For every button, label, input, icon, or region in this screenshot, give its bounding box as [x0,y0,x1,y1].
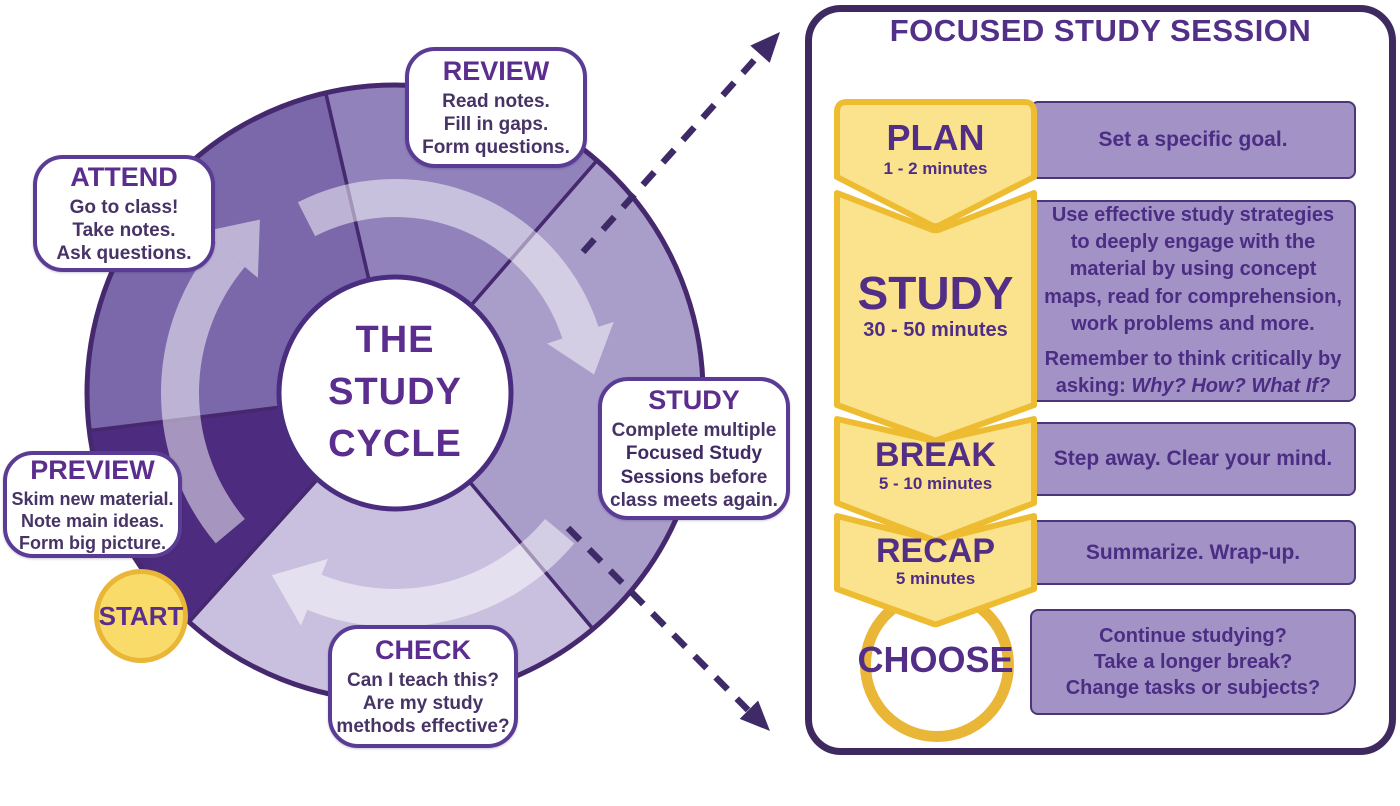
bubble-preview-line: Skim new material. [11,488,174,509]
desc-recap-text: Summarize. Wrap-up. [1085,540,1301,564]
start-label: START [98,600,184,631]
desc-box-break: Step away. Clear your mind. [1030,422,1356,496]
bubble-check-line: Can I teach this? [346,669,500,691]
chevron-plan [834,99,1037,230]
bubble-attend-line: Ask questions. [56,243,192,265]
desc-study-italic: Why? How? What If? [1131,374,1331,397]
bubble-check-line: methods effective? [336,716,510,738]
desc-study-paragraph2: Remember to think critically by asking: … [1032,346,1354,400]
bubble-attend-line: Go to class! [69,196,179,218]
bubble-attend-line: Take notes. [72,219,176,241]
bubble-review-title: REVIEW [442,55,550,86]
bubble-review: REVIEW Read notes. Fill in gaps. Form qu… [405,47,587,168]
desc-choose-line: Take a longer break? [1093,651,1293,673]
desc-break-text: Step away. Clear your mind. [1053,447,1333,471]
desc-box-choose: Continue studying? Take a longer break? … [1030,609,1356,715]
desc-study-text: Remember to think critically by asking: [1044,347,1342,397]
bubble-check: CHECK Can I teach this? Are my study met… [328,625,518,748]
center-title-line3: CYCLE [328,423,462,465]
bubble-study-bold: Focused Study [625,443,763,465]
step-name-plan: PLAN [886,117,985,158]
bubble-preview: PREVIEW Skim new material. Note main ide… [3,451,182,558]
desc-choose-line: Change tasks or subjects? [1065,677,1321,699]
dashed-arrow-to-panel-bottom-shaft [565,525,751,713]
bubble-check-title: CHECK [374,634,471,665]
wheel-center-circle [276,274,514,512]
bubble-study-line: Complete multiple [611,420,777,442]
bubble-preview-line: Form big picture. [18,532,166,553]
step-name-recap: RECAP [875,532,996,570]
cycle-arrow-top-head [547,321,614,375]
step-duration-plan: 1 - 2 minutes [883,159,988,178]
bubble-review-line: Form questions. [422,137,570,159]
focused-study-session-panel [805,5,1396,755]
desc-box-recap: Summarize. Wrap-up. [1030,520,1356,585]
bubble-preview-line: Note main ideas. [20,510,165,531]
desc-box-plan: Set a specific goal. [1030,101,1356,179]
bubble-attend: ATTEND Go to class! Take notes. Ask ques… [33,155,215,272]
center-title-line2: STUDY [328,371,462,413]
step-duration-study: 30 - 50 minutes [863,319,1008,341]
step-duration-recap: 5 minutes [895,569,976,588]
bubble-check-line: Are my study [362,692,484,714]
desc-study-paragraph1: Use effective study strategies to deeply… [1044,204,1342,335]
step-name-break: BREAK [875,436,996,474]
dashed-arrow-to-panel-bottom-head [739,700,770,731]
center-title-line1: THE [356,319,435,361]
bubble-study-line: Sessions before [621,466,768,489]
bubble-review-line: Fill in gaps. [443,113,549,135]
step-name-study: STUDY [857,267,1014,319]
panel-title: FOCUSED STUDY SESSION [889,13,1312,48]
dashed-arrow-to-panel-top-head [750,32,780,63]
bubble-study-bold: Sessions [620,466,705,488]
desc-choose-line: Continue studying? [1099,625,1287,647]
bubble-review-line: Read notes. [442,90,550,112]
chevron-study [834,190,1037,444]
start-badge: START [94,569,188,663]
cycle-arrow-bottom-head [271,558,328,626]
step-duration-break: 5 - 10 minutes [878,474,993,493]
desc-box-study: Use effective study strategies to deeply… [1030,200,1356,402]
bubble-study-line: Focused Study [626,442,762,465]
desc-plan-text: Set a specific goal. [1098,128,1288,152]
bubble-preview-title: PREVIEW [30,454,155,485]
cycle-arrow-left-head [202,219,260,278]
bubble-study-title: STUDY [648,385,740,416]
dashed-arrow-to-panel-top-shaft [580,54,760,255]
bubble-study: STUDY Complete multiple Focused Study Se… [598,377,790,520]
cycle-arrow-bottom-shaft [307,518,575,627]
step-name-choose: CHOOSE [857,639,1014,680]
cycle-arrow-left-shaft [161,242,246,544]
bubble-study-line: class meets again. [610,489,778,511]
cycle-arrow-top-shaft [297,178,599,339]
bubble-study-text: before [704,466,768,488]
bubble-attend-title: ATTEND [70,161,178,192]
